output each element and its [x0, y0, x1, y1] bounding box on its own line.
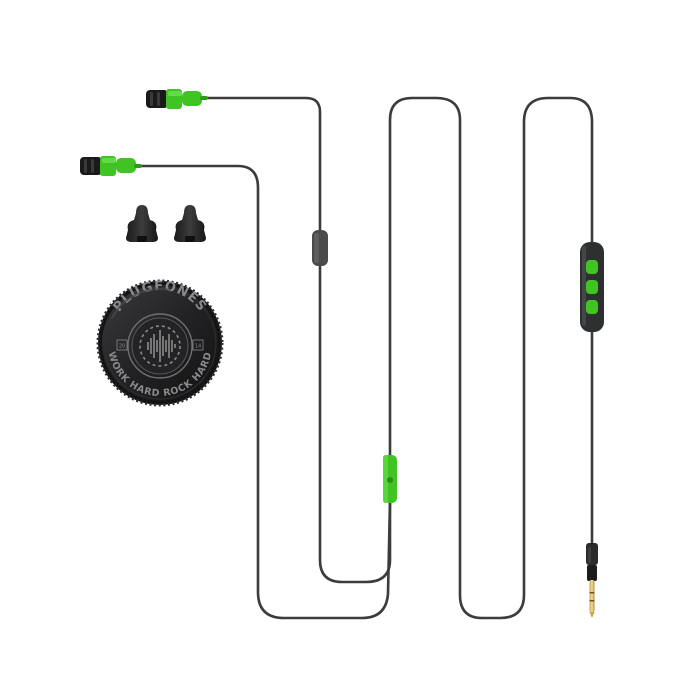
volume-up-button [586, 260, 598, 274]
earbud-upper [146, 89, 208, 109]
play-pause-button [586, 280, 598, 294]
volume-down-button [586, 300, 598, 314]
cable-lower-earbud [136, 164, 392, 620]
inline-mic [312, 230, 328, 266]
carrying-case: 20 14 PLUGFONES WORK HARD ROCK HARD [96, 279, 224, 407]
inline-remote [580, 242, 604, 332]
audio-jack [586, 543, 598, 618]
earbud-lower [80, 156, 142, 176]
spare-ear-tip-left [126, 205, 158, 242]
case-year-right: 14 [195, 344, 201, 350]
gear-soundwave-icon [139, 325, 181, 367]
case-year-left: 20 [119, 344, 125, 350]
spare-ear-tip-right [174, 205, 206, 242]
cable-splitter [383, 455, 397, 503]
cable-upper-earbud [203, 96, 594, 620]
